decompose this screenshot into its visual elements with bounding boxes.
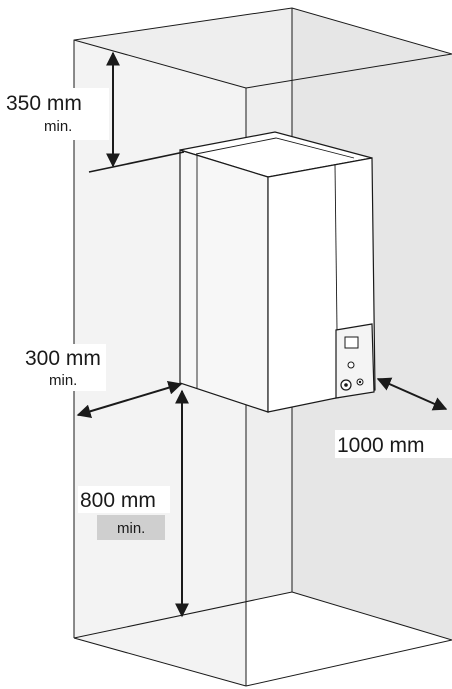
top-reference-line — [88, 151, 185, 173]
bottom-clearance-value: 800 mm — [80, 489, 156, 512]
left-label-background — [24, 344, 106, 391]
top-clearance-label: 350 mm min. — [6, 88, 109, 140]
front-clearance-arrow — [376, 377, 448, 411]
unit-front-seam — [334, 164, 338, 331]
front-clearance-value: 1000 mm — [337, 434, 425, 457]
bottom-clearance-label: 800 mm min. — [78, 486, 170, 540]
control-knob-small — [347, 361, 355, 369]
front-label-background — [335, 430, 452, 458]
control-dial-center — [344, 383, 348, 387]
bottom-label-background — [78, 486, 170, 513]
front-clearance-label: 1000 mm — [335, 430, 452, 458]
display-screen — [344, 336, 359, 349]
left-clearance-arrow — [76, 380, 183, 419]
left-clearance-min: min. — [49, 372, 77, 389]
unit-top-rim — [195, 137, 355, 159]
unit-side-face — [179, 149, 269, 413]
dimension-lines — [76, 51, 448, 618]
bottom-min-highlight — [97, 515, 165, 540]
top-clearance-min: min. — [44, 118, 72, 135]
top-clearance-value: 350 mm — [6, 92, 82, 115]
wall-unit — [179, 131, 376, 413]
left-clearance-value: 300 mm — [25, 347, 101, 370]
top-label-background — [6, 88, 109, 140]
control-button-center — [358, 380, 362, 384]
bottom-clearance-min: min. — [117, 520, 145, 537]
control-panel — [335, 323, 375, 399]
left-clearance-label: 300 mm min. — [24, 344, 106, 391]
